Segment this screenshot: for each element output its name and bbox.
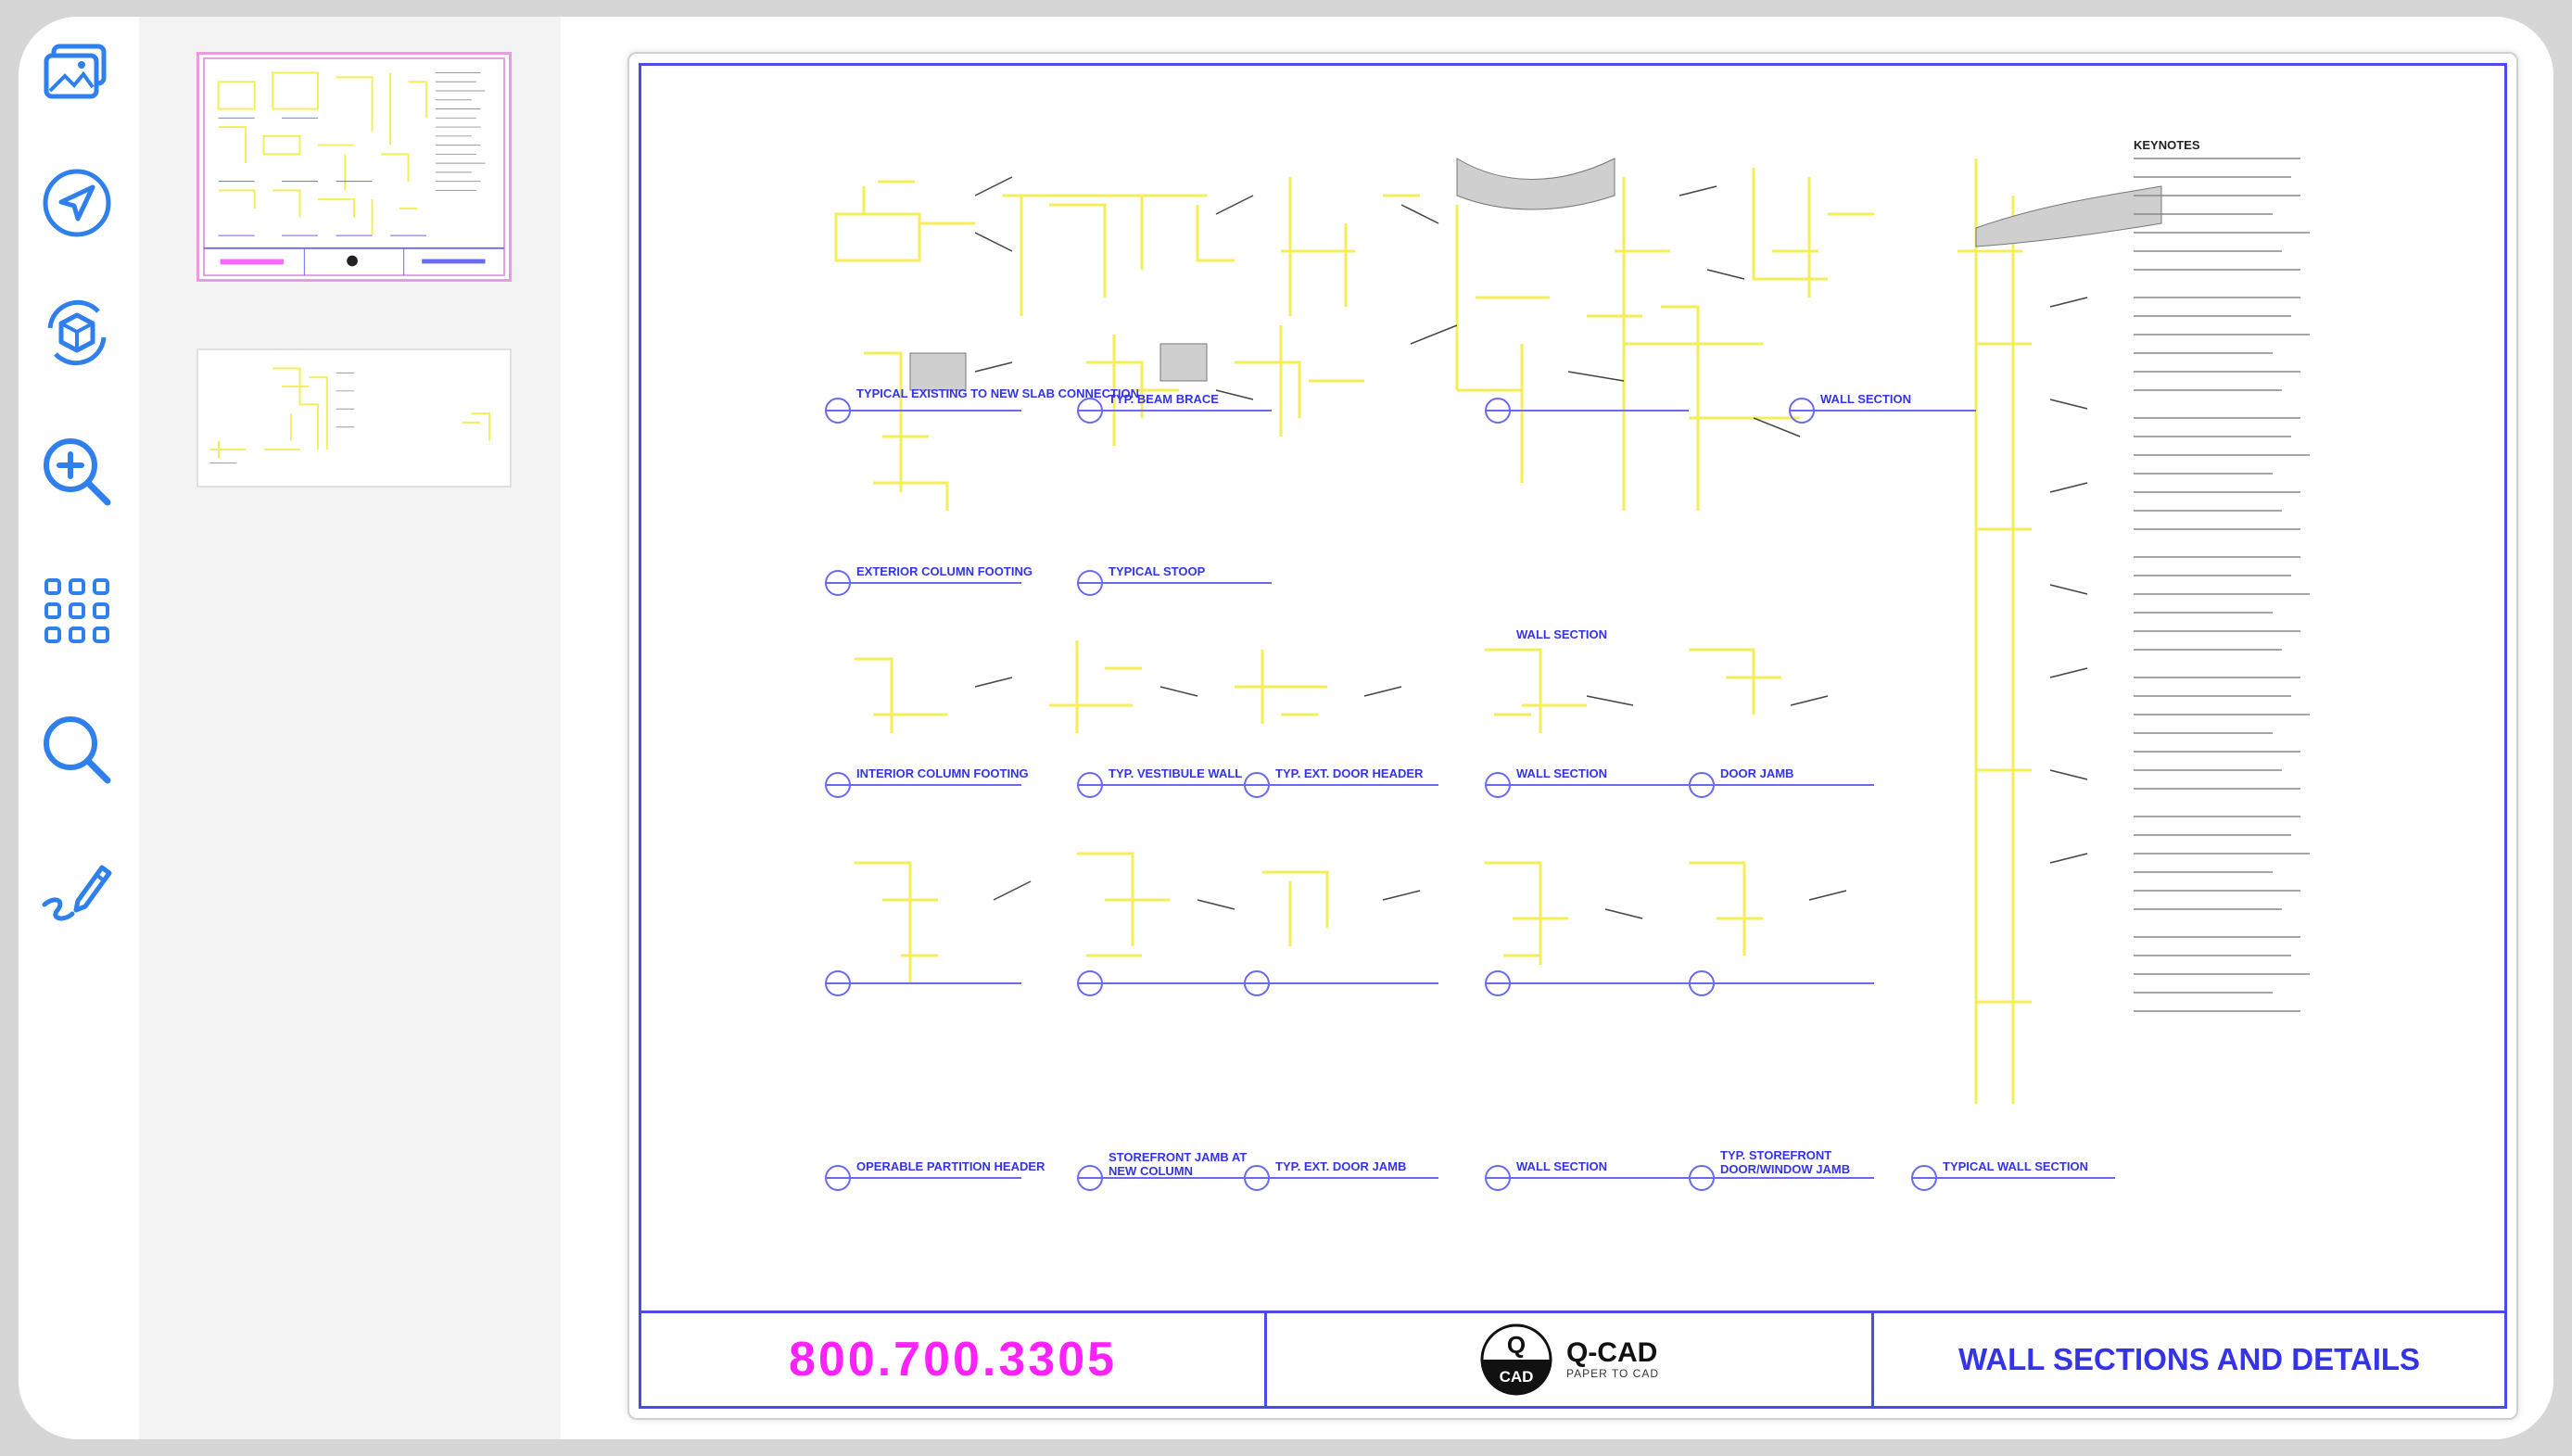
logo-cad-letters: CAD (1500, 1368, 1534, 1386)
navigate-icon (43, 169, 111, 237)
sign-button[interactable] (37, 849, 117, 929)
cad-drawing (641, 66, 2504, 1308)
search-icon (44, 716, 111, 784)
document-viewer[interactable]: KEYNOTES TYPICAL EXISTING TO NEW SLAB CO… (561, 17, 2553, 1439)
detail-label: WALL SECTION (1516, 627, 1607, 641)
page-thumbnails (139, 17, 561, 1439)
logo-name: Q-CAD (1565, 1337, 1658, 1368)
grid-button[interactable] (37, 571, 117, 651)
qcad-logo-icon: Q CAD (1480, 1323, 1552, 1396)
detail-label: TYP. EXT. DOOR HEADER (1275, 766, 1424, 780)
sign-icon (42, 865, 112, 921)
app-screen: KEYNOTES TYPICAL EXISTING TO NEW SLAB CO… (19, 17, 2553, 1439)
left-toolbar (19, 17, 139, 1439)
detail-label: WALL SECTION (1516, 1159, 1607, 1173)
cad-drawing-linework (825, 158, 2310, 1191)
zoom-in-icon (44, 438, 111, 506)
thumbnail-page-2[interactable] (196, 348, 512, 487)
detail-label: DOOR JAMB (1720, 766, 1794, 780)
sheet-border: KEYNOTES TYPICAL EXISTING TO NEW SLAB CO… (639, 63, 2507, 1409)
gallery-icon (44, 44, 107, 99)
detail-label: EXTERIOR COLUMN FOOTING (856, 564, 1033, 578)
detail-label: TYPICAL STOOP (1109, 564, 1206, 578)
logo-q-letter: Q (1507, 1331, 1526, 1359)
navigate-button[interactable] (37, 163, 117, 243)
detail-label: TYP. STOREFRONT DOOR/WINDOW JAMB (1720, 1148, 1851, 1176)
search-button[interactable] (37, 710, 117, 790)
title-block: 800.700.3305 Q CAD Q-CAD (641, 1310, 2504, 1406)
detail-label: WALL SECTION (1516, 766, 1607, 780)
detail-label: TYPICAL WALL SECTION (1943, 1159, 2088, 1173)
thumbnail-page-1-preview (203, 57, 505, 277)
detail-label: TYP. EXT. DOOR JAMB (1275, 1159, 1407, 1173)
gallery-button[interactable] (37, 33, 117, 113)
detail-label: WALL SECTION (1820, 392, 1911, 406)
detail-label: INTERIOR COLUMN FOOTING (856, 766, 1029, 780)
logo-tagline: PAPER TO CAD (1565, 1367, 1660, 1380)
phone-number: 800.700.3305 (641, 1313, 1267, 1406)
zoom-in-button[interactable] (37, 432, 117, 512)
detail-label: TYP. BEAM BRACE (1109, 392, 1219, 406)
company-logo: Q CAD Q-CAD PAPER TO CAD (1267, 1313, 1874, 1406)
thumbnail-page-2-preview (209, 367, 490, 464)
detail-label: TYP. VESTIBULE WALL (1109, 766, 1243, 780)
3d-view-button[interactable] (37, 293, 117, 373)
detail-label: TYPICAL EXISTING TO NEW SLAB CONNECTION (856, 386, 1140, 400)
detail-label: STOREFRONT JAMB AT NEW COLUMN (1109, 1150, 1248, 1178)
sheet-title: WALL SECTIONS AND DETAILS (1958, 1342, 2421, 1376)
3d-view-icon (47, 299, 107, 366)
keynotes-title: KEYNOTES (2134, 138, 2200, 152)
grid-icon (44, 578, 109, 643)
thumbnail-page-1[interactable] (196, 52, 512, 282)
drawing-sheet[interactable]: KEYNOTES TYPICAL EXISTING TO NEW SLAB CO… (627, 52, 2518, 1420)
detail-label: OPERABLE PARTITION HEADER (856, 1159, 1045, 1173)
